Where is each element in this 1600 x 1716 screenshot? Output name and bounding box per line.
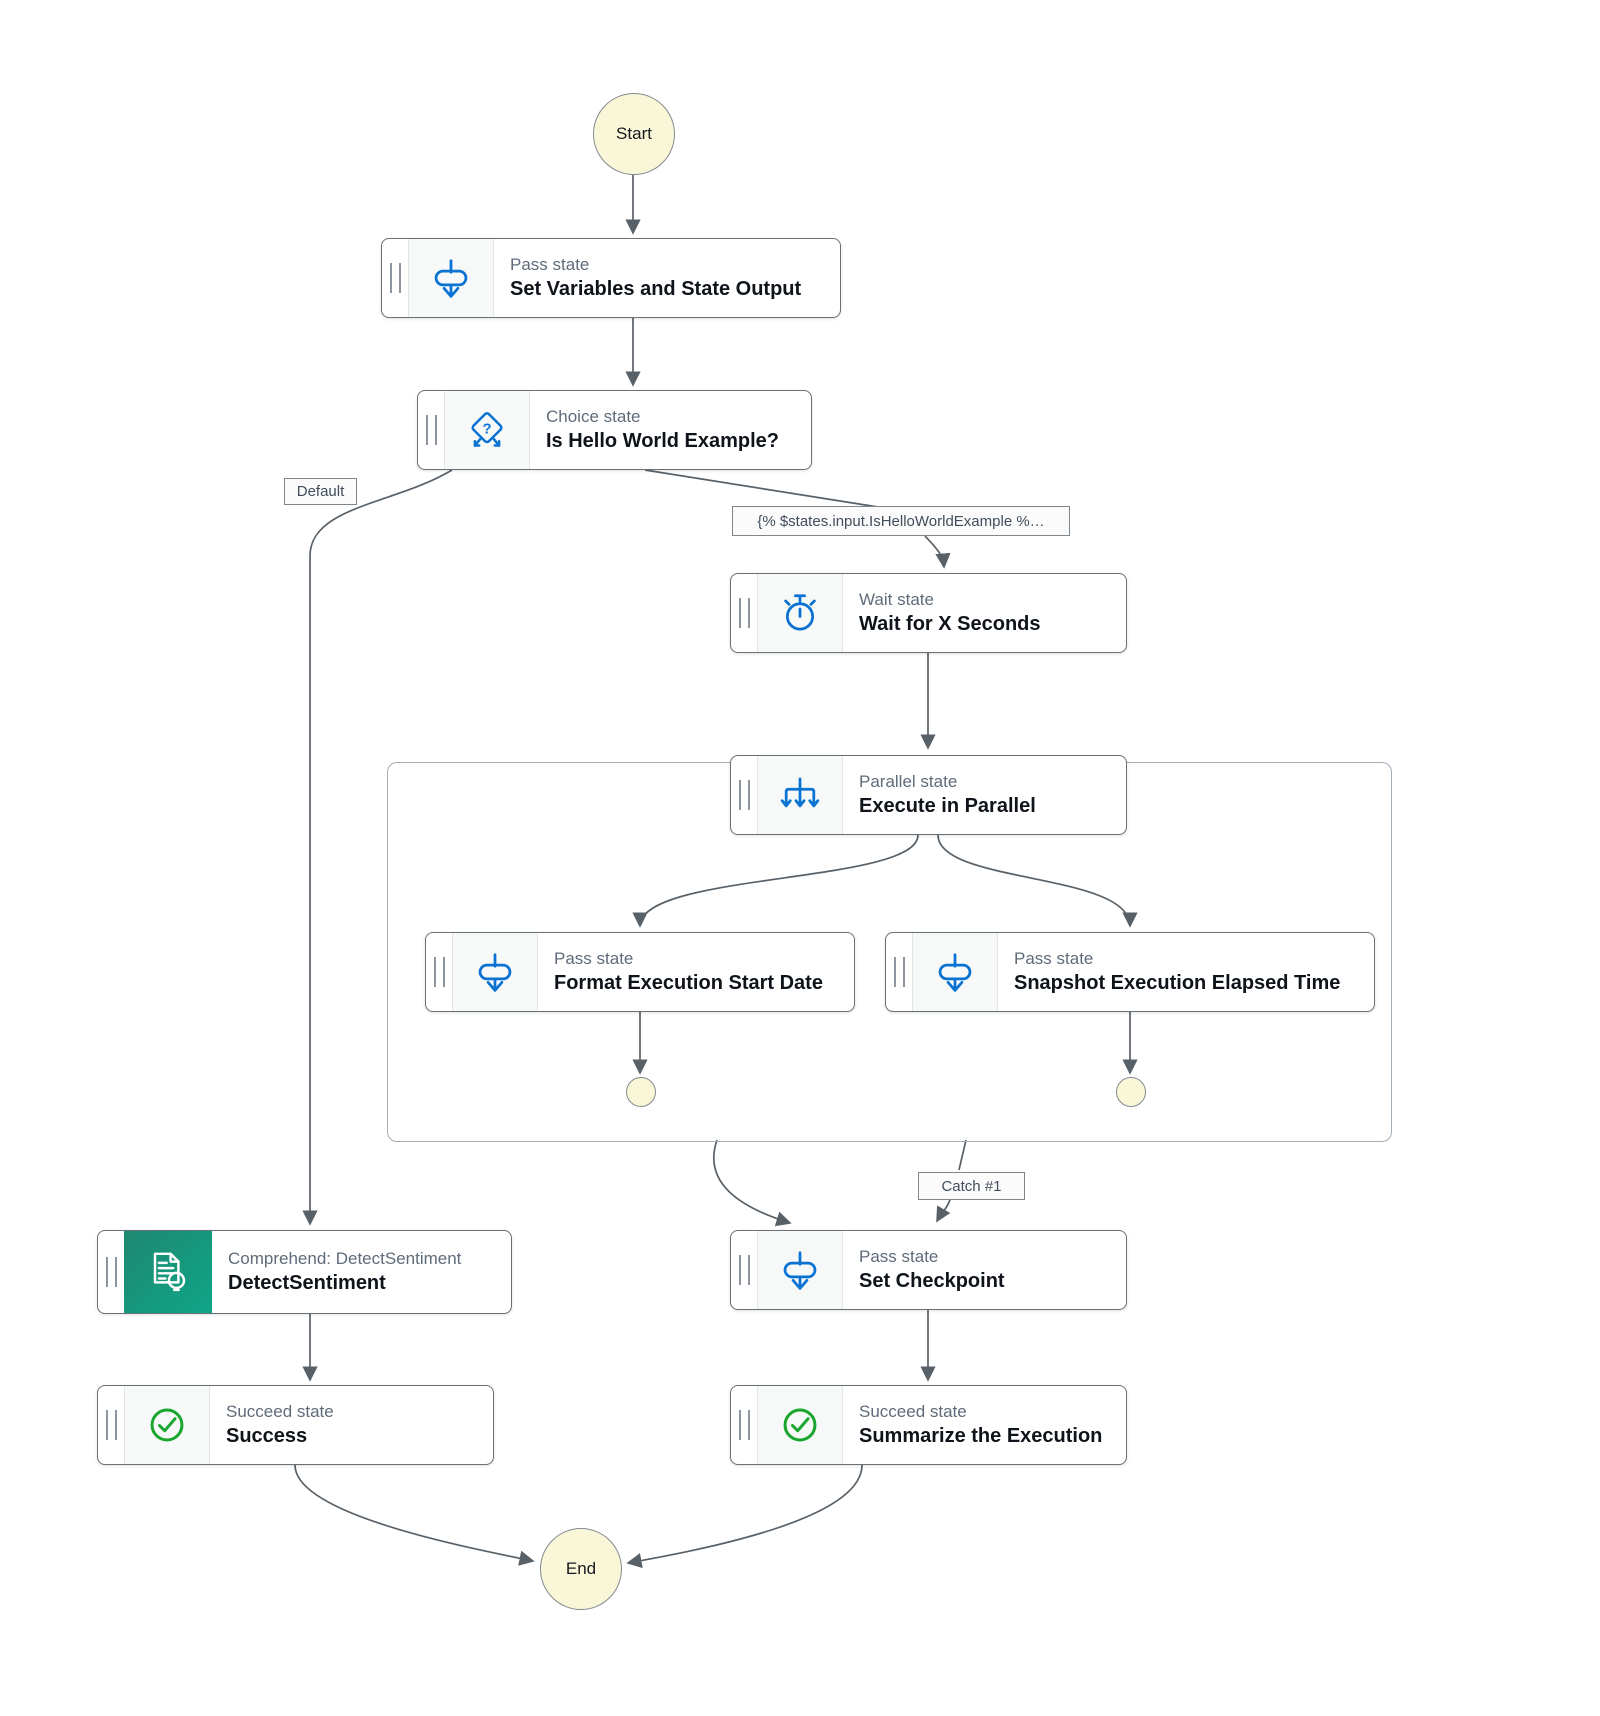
state-type-label: Choice state	[546, 407, 641, 426]
state-node-format-execution-start-date[interactable]: Pass state Format Execution Start Date	[425, 932, 855, 1012]
state-title: Summarize the Execution	[859, 1425, 1103, 1447]
state-node-snapshot-execution-elapsed-time[interactable]: Pass state Snapshot Execution Elapsed Ti…	[885, 932, 1375, 1012]
default-edge-label-text: Default	[296, 483, 345, 500]
start-node: Start	[593, 93, 675, 175]
choice-icon: ?	[444, 391, 530, 469]
drag-handle[interactable]	[731, 756, 757, 834]
state-type-label: Pass state	[510, 255, 590, 274]
state-type-label: Pass state	[1014, 949, 1094, 968]
pass-icon	[452, 933, 538, 1011]
end-node: End	[540, 1528, 622, 1610]
pass-icon	[912, 933, 998, 1011]
comprehend-icon	[124, 1231, 212, 1313]
branch-right-terminal	[1116, 1077, 1146, 1107]
state-type-label: Pass state	[554, 949, 634, 968]
drag-handle[interactable]	[731, 574, 757, 652]
state-type-label: Succeed state	[859, 1402, 967, 1421]
state-title: DetectSentiment	[228, 1272, 386, 1294]
drag-handle[interactable]	[731, 1386, 757, 1464]
catch-edge-label: Catch #1	[918, 1172, 1025, 1200]
state-title: Success	[226, 1425, 308, 1447]
drag-handle[interactable]	[382, 239, 408, 317]
drag-handle[interactable]	[98, 1386, 124, 1464]
condition-edge-label: {% $states.input.IsHelloWorldExample %…	[732, 506, 1070, 536]
drag-handle[interactable]	[98, 1231, 124, 1313]
drag-handle[interactable]	[731, 1231, 757, 1309]
state-node-summarize-the-execution[interactable]: Succeed state Summarize the Execution	[730, 1385, 1127, 1465]
edge-parallel-to-checkpoint	[713, 1139, 792, 1227]
state-node-is-hello-world-example[interactable]: ? Choice state Is Hello World Example?	[417, 390, 812, 470]
state-title: Set Variables and State Output	[510, 278, 802, 300]
catch-edge-label-text: Catch #1	[941, 1177, 1002, 1195]
edge-parallel-catch-1	[958, 1139, 967, 1171]
end-label: End	[565, 1559, 597, 1578]
state-type-label: Comprehend: DetectSentiment	[228, 1249, 462, 1268]
condition-edge-label-text: {% $states.input.IsHelloWorldExample %…	[757, 512, 1045, 530]
state-type-label: Wait state	[859, 590, 934, 609]
state-node-wait-for-x-seconds[interactable]: Wait state Wait for X Seconds	[730, 573, 1127, 653]
branch-left-terminal	[626, 1077, 656, 1107]
pass-icon	[408, 239, 494, 317]
svg-text:?: ?	[482, 420, 491, 437]
drag-handle[interactable]	[426, 933, 452, 1011]
state-title: Format Execution Start Date	[554, 972, 823, 994]
succeed-icon	[124, 1386, 210, 1464]
state-type-label: Succeed state	[226, 1402, 334, 1421]
state-node-set-variables-and-state-output[interactable]: Pass state Set Variables and State Outpu…	[381, 238, 841, 318]
state-node-success[interactable]: Succeed state Success	[97, 1385, 494, 1465]
state-node-set-checkpoint[interactable]: Pass state Set Checkpoint	[730, 1230, 1127, 1310]
state-title: Execute in Parallel	[859, 795, 1036, 817]
edge-choice-condition-1	[644, 469, 879, 508]
start-label: Start	[616, 124, 652, 143]
state-node-detect-sentiment[interactable]: Comprehend: DetectSentiment DetectSentim…	[97, 1230, 512, 1314]
parallel-icon	[757, 756, 843, 834]
state-node-execute-in-parallel[interactable]: Parallel state Execute in Parallel	[730, 755, 1127, 835]
edge-success-to-end	[294, 1464, 535, 1566]
state-type-label: Pass state	[859, 1247, 939, 1266]
state-title: Set Checkpoint	[859, 1270, 1005, 1292]
state-title: Wait for X Seconds	[859, 613, 1041, 635]
state-title: Is Hello World Example?	[546, 430, 780, 452]
drag-handle[interactable]	[418, 391, 444, 469]
state-type-label: Parallel state	[859, 772, 958, 791]
edge-choice-condition-2	[924, 535, 951, 569]
default-edge-label: Default	[284, 478, 357, 505]
edge-parallel-catch-2	[936, 1199, 951, 1223]
wait-icon	[757, 574, 843, 652]
edge-summarize-to-end	[626, 1464, 863, 1569]
drag-handle[interactable]	[886, 933, 912, 1011]
state-title: Snapshot Execution Elapsed Time	[1014, 972, 1341, 994]
pass-icon	[757, 1231, 843, 1309]
succeed-icon	[757, 1386, 843, 1464]
